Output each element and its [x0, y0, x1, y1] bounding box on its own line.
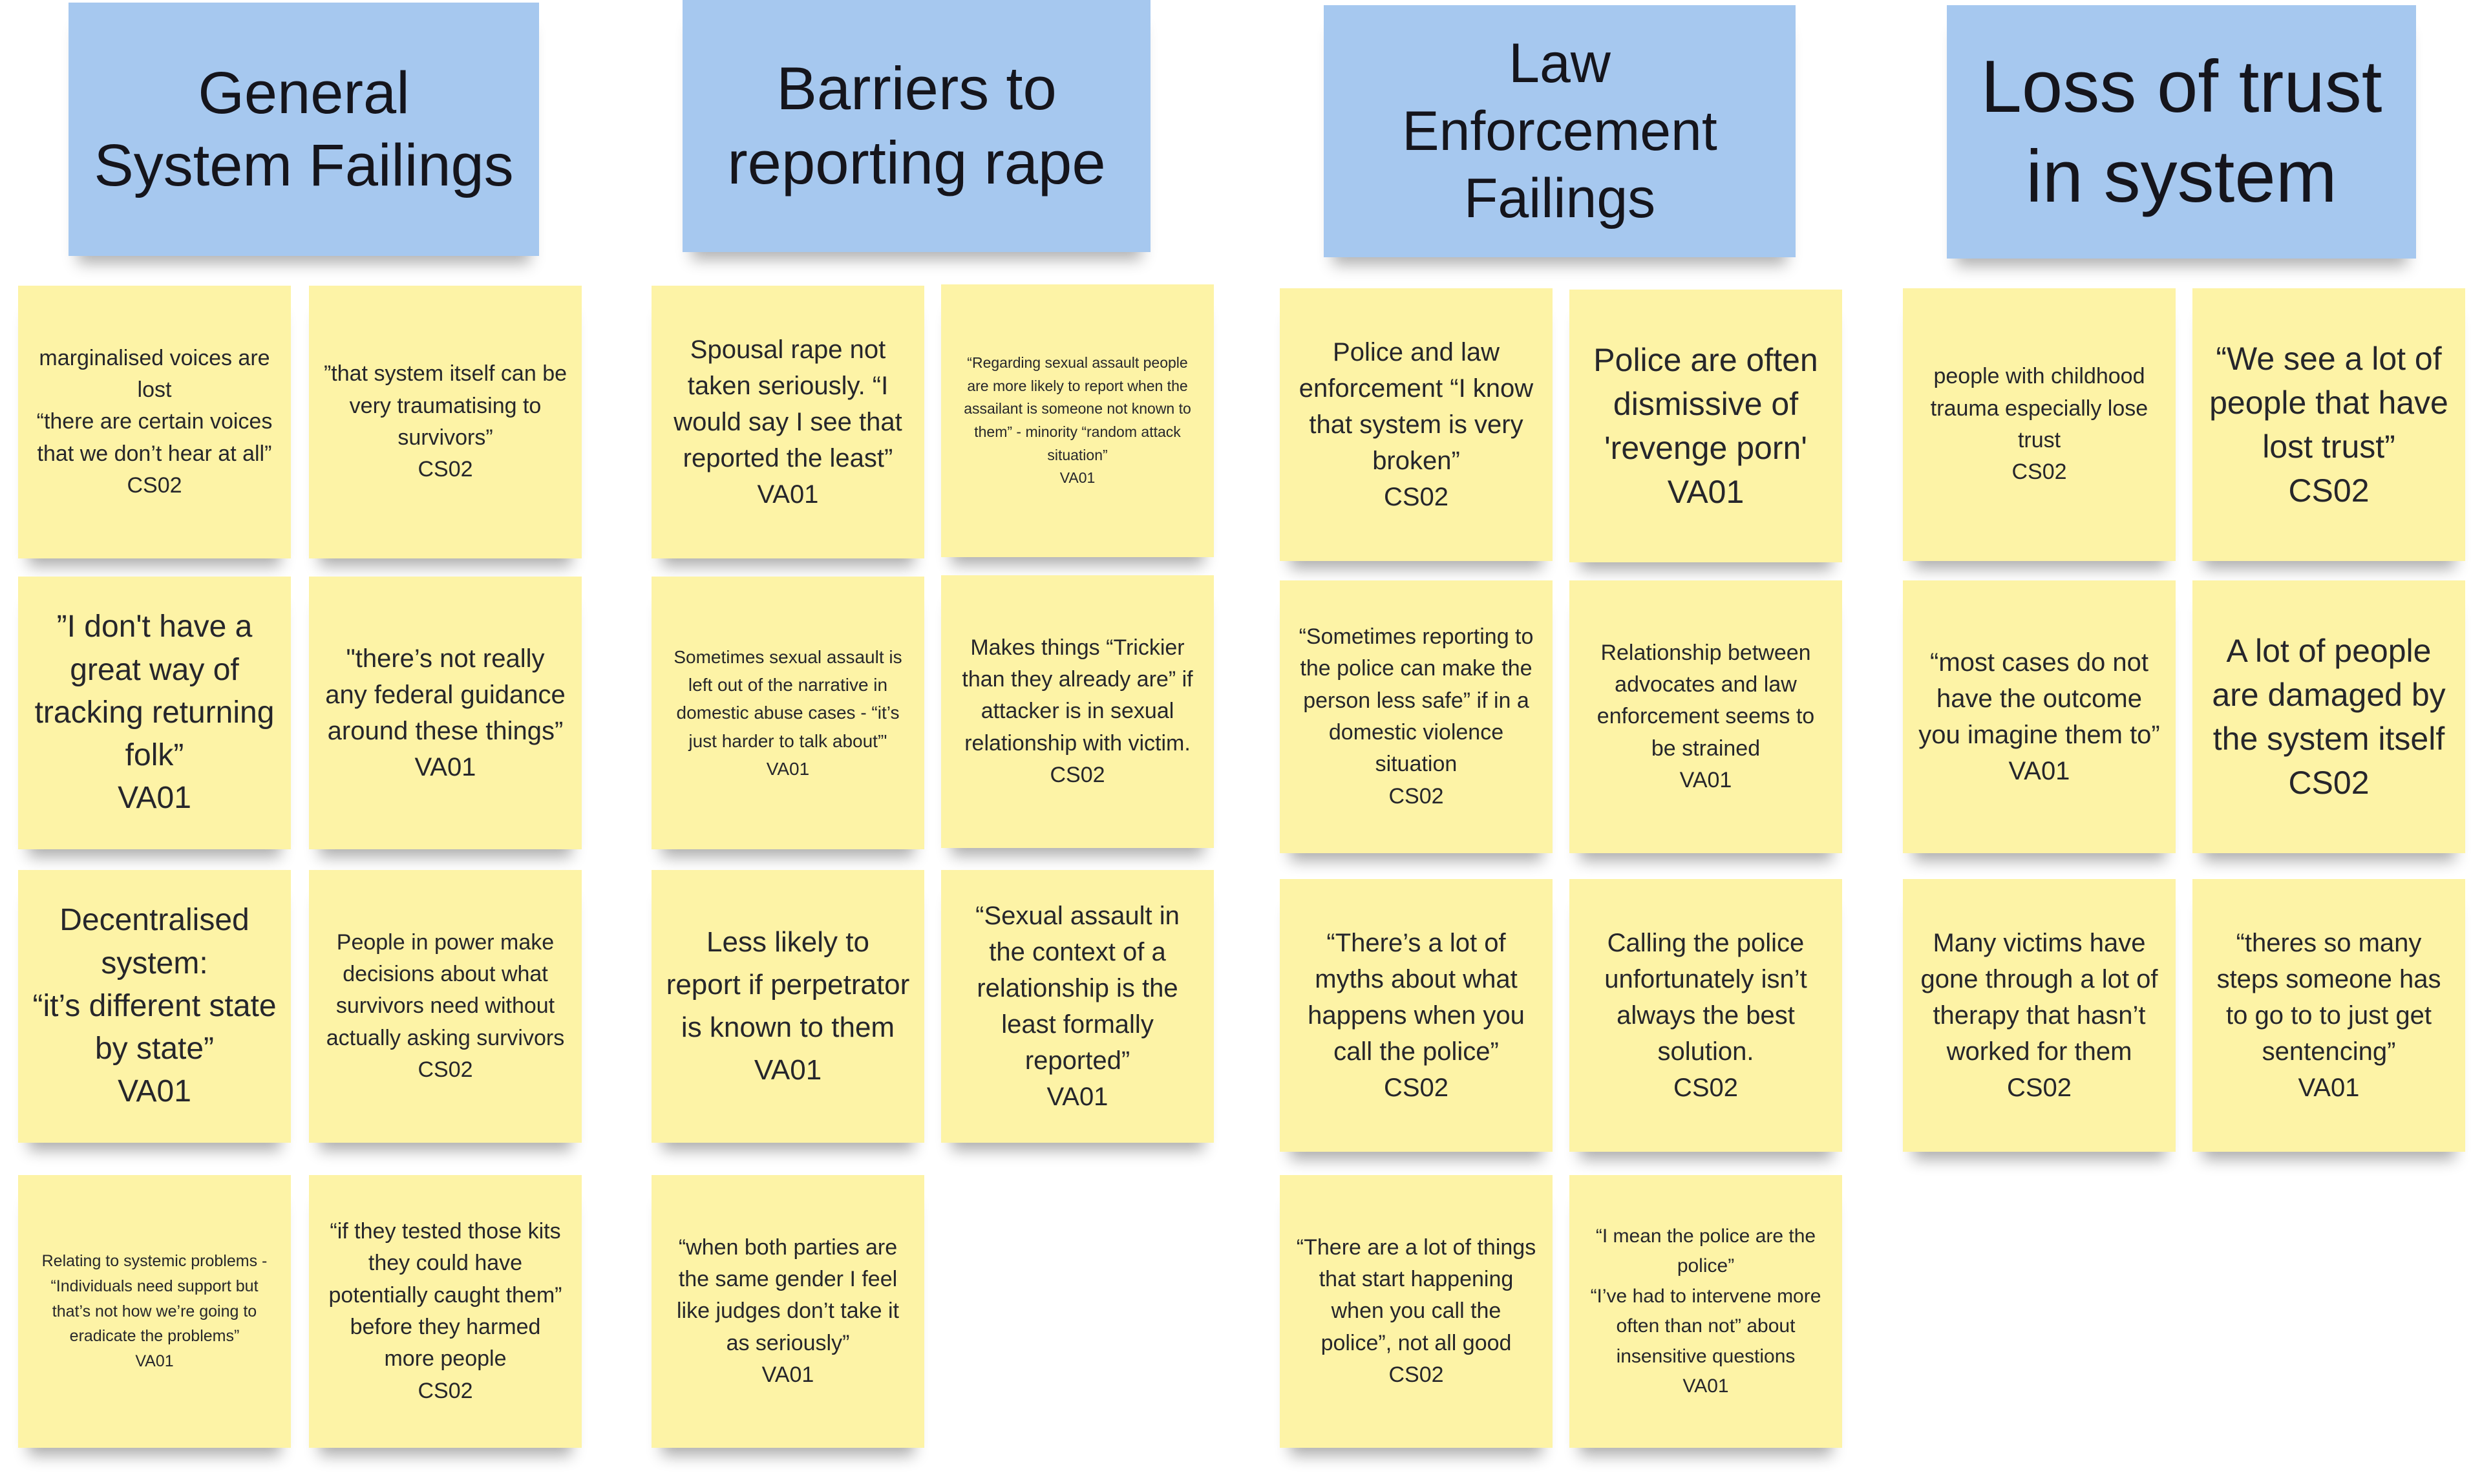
sticky-note[interactable]: Decentralised system: “it’s different st… — [18, 870, 291, 1143]
sticky-note[interactable]: Makes things “Trickier than they already… — [941, 575, 1214, 848]
sticky-note[interactable]: Less likely to report if perpetrator is … — [652, 870, 924, 1143]
sticky-note[interactable]: “most cases do not have the outcome you … — [1903, 580, 2176, 853]
sticky-note[interactable]: People in power make decisions about wha… — [309, 870, 582, 1143]
sticky-note[interactable]: people with childhood trauma especially … — [1903, 288, 2176, 561]
sticky-note[interactable]: “Sexual assault in the context of a rela… — [941, 870, 1214, 1143]
sticky-note[interactable]: ”that system itself can be very traumati… — [309, 286, 582, 558]
sticky-note[interactable]: "there’s not really any federal guidance… — [309, 577, 582, 849]
column-header-general-system-failings[interactable]: General System Failings — [69, 3, 539, 256]
sticky-note[interactable]: “We see a lot of people that have lost t… — [2192, 288, 2465, 561]
column-header-barriers-to-reporting-rape[interactable]: Barriers to reporting rape — [683, 0, 1151, 252]
sticky-note[interactable]: Spousal rape not taken seriously. “I wou… — [652, 286, 924, 558]
column-header-loss-of-trust[interactable]: Loss of trust in system — [1947, 5, 2416, 259]
sticky-note[interactable]: ”I don't have a great way of tracking re… — [18, 577, 291, 849]
sticky-note[interactable]: Police are often dismissive of 'revenge … — [1569, 290, 1842, 562]
sticky-note[interactable]: Relating to systemic problems - “Individ… — [18, 1175, 291, 1448]
sticky-note[interactable]: Police and law enforcement “I know that … — [1280, 288, 1553, 561]
sticky-note[interactable]: “I mean the police are the police” “I’ve… — [1569, 1175, 1842, 1448]
sticky-note[interactable]: “Sometimes reporting to the police can m… — [1280, 580, 1553, 853]
sticky-note[interactable]: “There’s a lot of myths about what happe… — [1280, 879, 1553, 1152]
sticky-note[interactable]: Relationship between advocates and law e… — [1569, 580, 1842, 853]
sticky-note[interactable]: A lot of people are damaged by the syste… — [2192, 580, 2465, 853]
sticky-note[interactable]: Many victims have gone through a lot of … — [1903, 879, 2176, 1152]
sticky-note[interactable]: Calling the police unfortunately isn’t a… — [1569, 879, 1842, 1152]
column-header-law-enforcement-failings[interactable]: Law Enforcement Failings — [1324, 5, 1796, 257]
sticky-note[interactable]: “when both parties are the same gender I… — [652, 1175, 924, 1448]
sticky-note[interactable]: “Regarding sexual assault people are mor… — [941, 284, 1214, 557]
sticky-note[interactable]: Sometimes sexual assault is left out of … — [652, 577, 924, 849]
sticky-note[interactable]: “There are a lot of things that start ha… — [1280, 1175, 1553, 1448]
sticky-note[interactable]: “if they tested those kits they could ha… — [309, 1175, 582, 1448]
sticky-note[interactable]: “theres so many steps someone has to go … — [2192, 879, 2465, 1152]
sticky-note[interactable]: marginalised voices are lost “there are … — [18, 286, 291, 558]
